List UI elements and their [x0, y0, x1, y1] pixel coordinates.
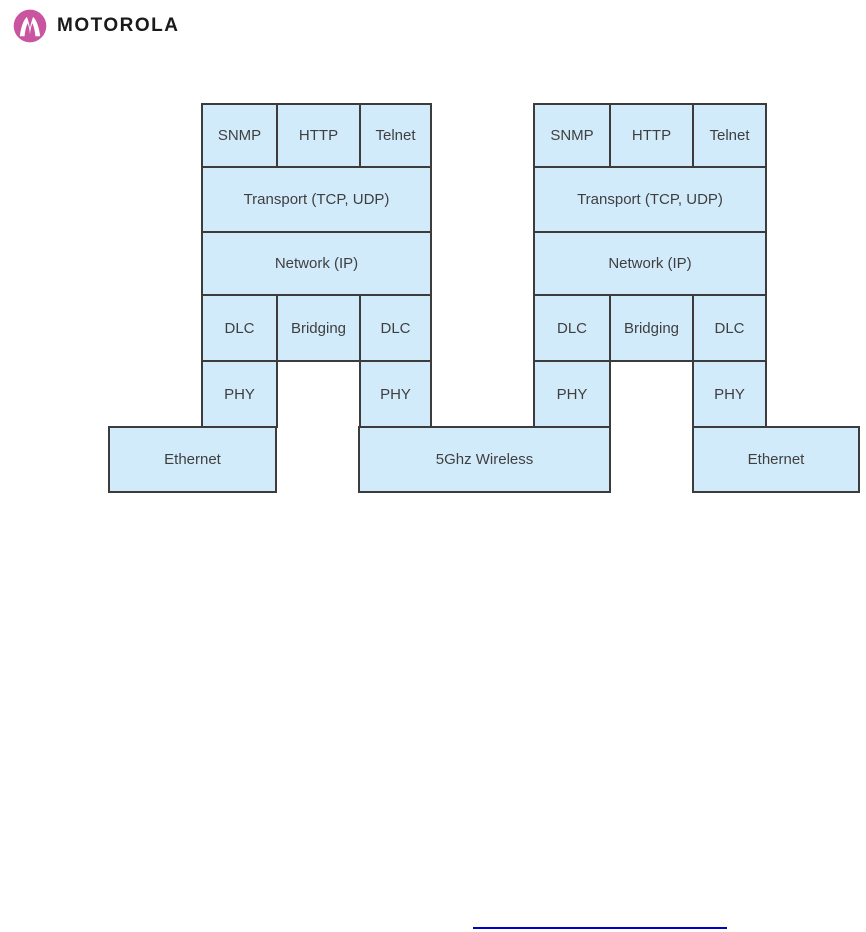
right-stack-http-label: HTTP: [631, 127, 672, 144]
right-stack-phy-right-box: PHY: [692, 360, 767, 428]
right-stack-phy-right-label: PHY: [714, 385, 745, 403]
right-stack-transport-box: Transport (TCP, UDP): [533, 166, 767, 233]
left-stack-dlc-right-label: DLC: [380, 319, 411, 337]
left-stack-telnet-label: Telnet: [375, 127, 416, 144]
right-stack-network-box: Network (IP): [533, 231, 767, 296]
ethernet-left-box: Ethernet: [108, 426, 277, 493]
right-stack-telnet-box: Telnet: [692, 103, 767, 168]
left-stack-bridging-box: Bridging: [276, 294, 361, 362]
right-stack-dlc-left-box: DLC: [533, 294, 611, 362]
left-stack-snmp-box: SNMP: [201, 103, 278, 168]
motorola-logo: MOTOROLA: [13, 9, 179, 43]
left-stack-network-label: Network (IP): [274, 255, 359, 272]
left-stack-phy-left-label: PHY: [224, 385, 255, 403]
right-stack-snmp-box: SNMP: [533, 103, 611, 168]
left-stack-bridging-label: Bridging: [290, 319, 347, 337]
left-stack-phy-left-box: PHY: [201, 360, 278, 428]
left-stack-snmp-label: SNMP: [217, 127, 262, 144]
right-stack-transport-label: Transport (TCP, UDP): [577, 191, 723, 208]
left-stack-transport-label: Transport (TCP, UDP): [243, 191, 390, 208]
wireless-label: 5Ghz Wireless: [435, 451, 534, 468]
motorola-m-icon: [13, 9, 47, 43]
wireless-box: 5Ghz Wireless: [358, 426, 611, 493]
left-stack-http-box: HTTP: [276, 103, 361, 168]
left-stack-phy-right-label: PHY: [380, 385, 411, 403]
left-stack-network-box: Network (IP): [201, 231, 432, 296]
left-stack-dlc-left-label: DLC: [224, 319, 255, 337]
left-stack-dlc-left-box: DLC: [201, 294, 278, 362]
right-stack-bridging-box: Bridging: [609, 294, 694, 362]
right-stack-bridging-label: Bridging: [623, 319, 680, 337]
ethernet-right-box: Ethernet: [692, 426, 860, 493]
right-stack-network-label: Network (IP): [608, 255, 692, 272]
footnote-separator-line: [473, 927, 727, 929]
right-stack-phy-left-box: PHY: [533, 360, 611, 428]
left-stack-http-label: HTTP: [298, 127, 339, 144]
right-stack-snmp-label: SNMP: [550, 127, 594, 144]
left-stack-transport-box: Transport (TCP, UDP): [201, 166, 432, 233]
right-stack-phy-left-label: PHY: [556, 385, 588, 403]
left-stack-phy-right-box: PHY: [359, 360, 432, 428]
left-stack-telnet-box: Telnet: [359, 103, 432, 168]
right-stack-dlc-right-box: DLC: [692, 294, 767, 362]
right-stack-telnet-label: Telnet: [709, 127, 750, 144]
right-stack-http-box: HTTP: [609, 103, 694, 168]
brand-wordmark: MOTOROLA: [57, 15, 180, 36]
right-stack-dlc-left-label: DLC: [556, 319, 587, 337]
ethernet-right-label: Ethernet: [747, 451, 805, 468]
left-stack-dlc-right-box: DLC: [359, 294, 432, 362]
right-stack-dlc-right-label: DLC: [714, 319, 745, 337]
ethernet-left-label: Ethernet: [164, 451, 221, 468]
